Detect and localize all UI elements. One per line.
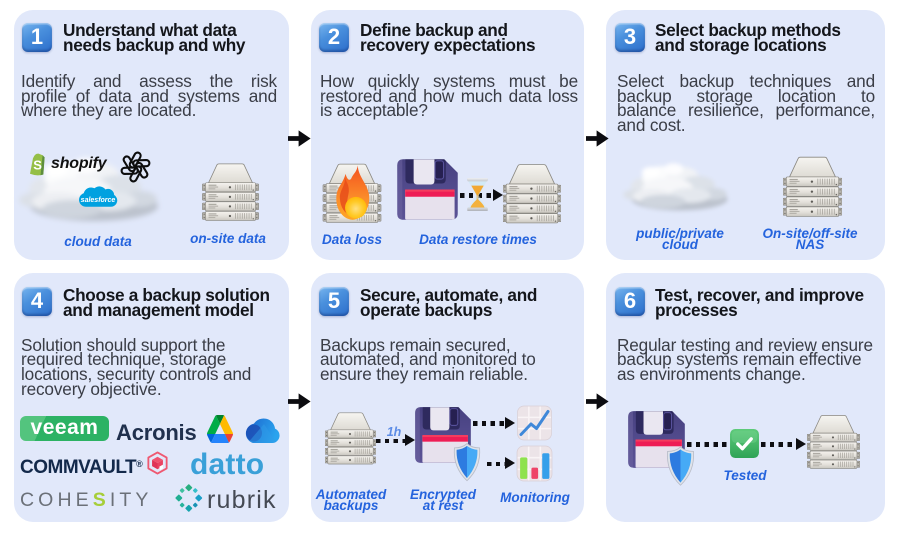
svg-text:S: S [33,158,42,173]
svg-text:salesforce: salesforce [81,197,116,204]
